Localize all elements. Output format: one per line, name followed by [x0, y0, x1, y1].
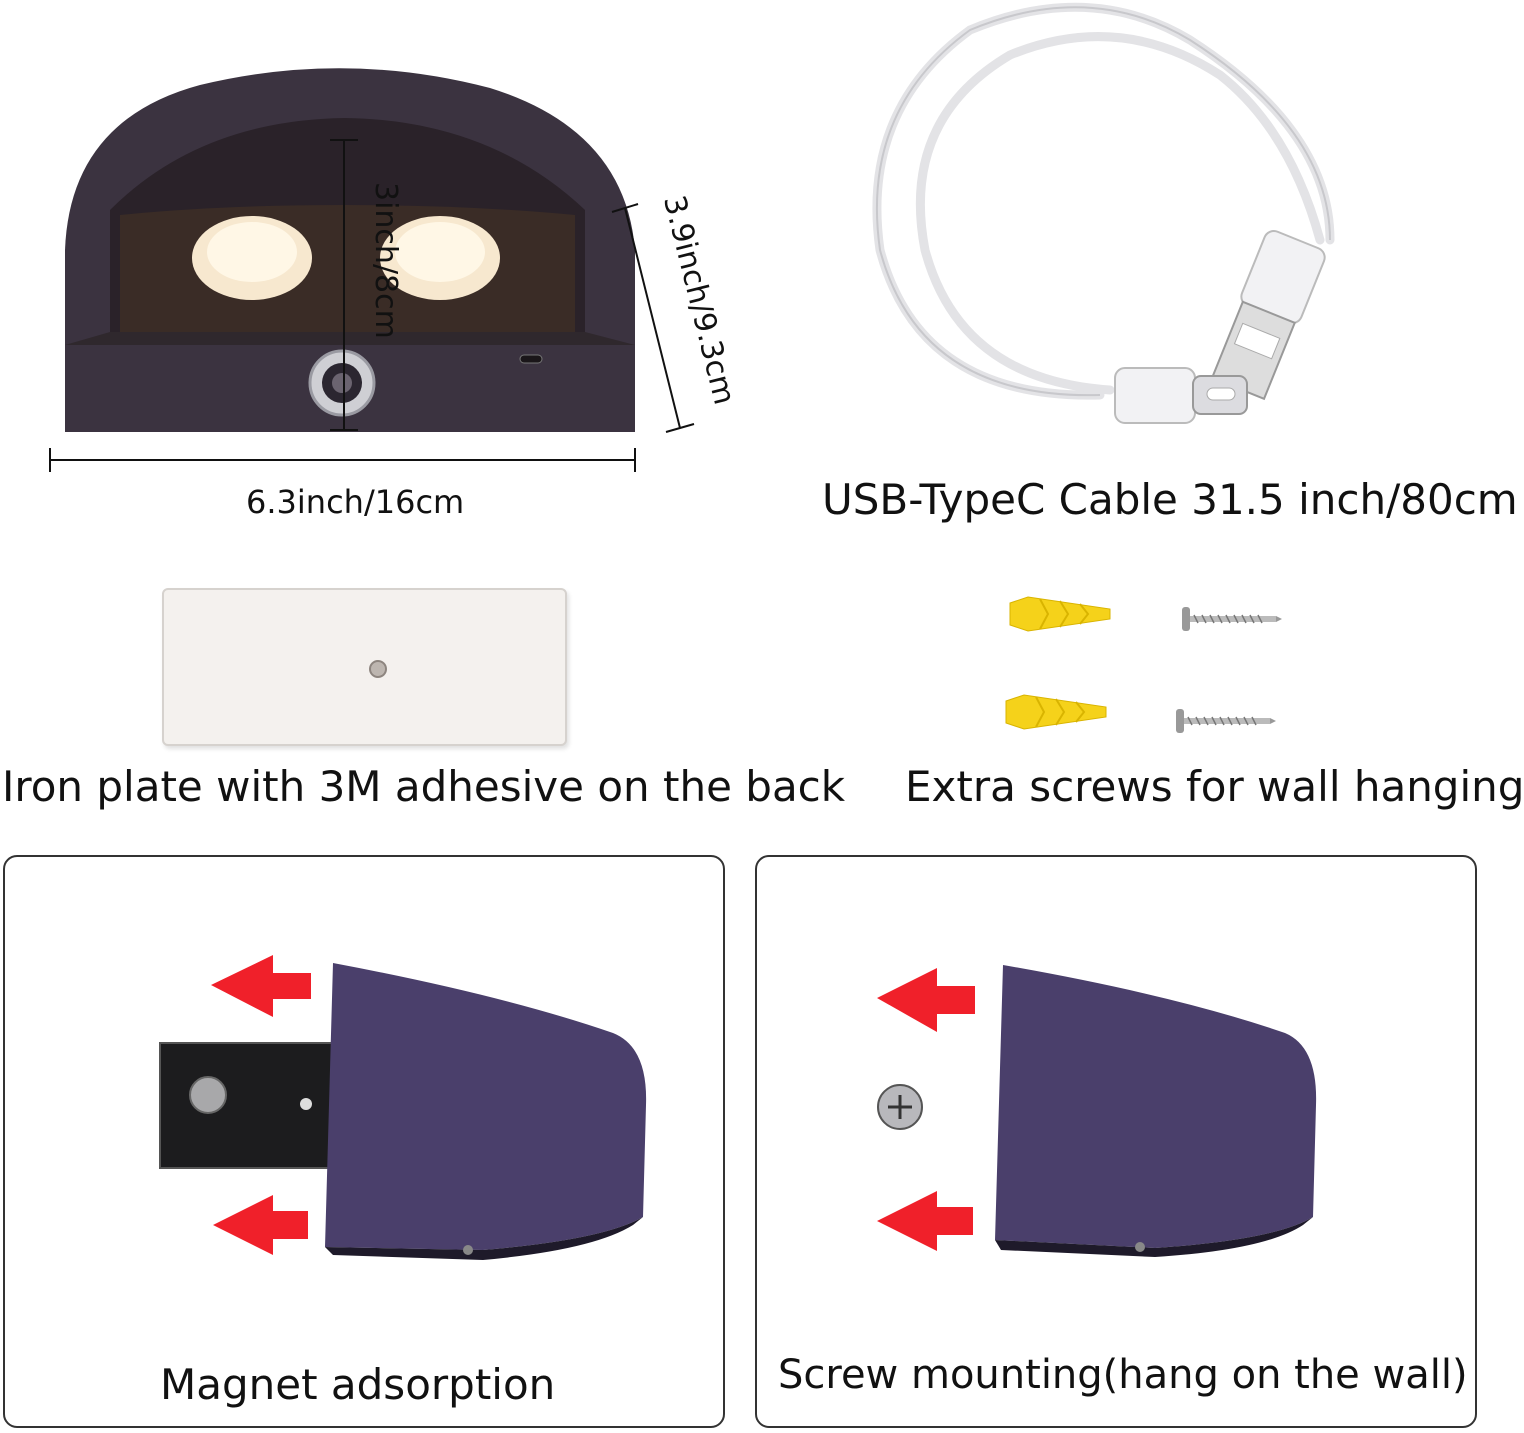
wall-anchor-icon	[1009, 596, 1111, 632]
magnet-mount-illustration	[159, 955, 647, 1260]
usb-c-plug-icon	[1114, 367, 1248, 424]
wall-anchor-icon	[1005, 694, 1107, 730]
left-arrow-icon	[877, 1191, 973, 1251]
plate-hole-icon	[369, 660, 387, 678]
lamp-front-illustration	[49, 68, 695, 472]
screw-mount-illustration	[877, 965, 1317, 1257]
magnet-icon	[189, 1076, 227, 1114]
usb-a-plug-icon	[1210, 230, 1326, 401]
magnet-caption: Magnet adsorption	[160, 1360, 556, 1409]
lamp-width-label: 6.3inch/16cm	[246, 483, 465, 521]
lamp-side-body	[325, 963, 647, 1250]
cable-caption: USB-TypeC Cable 31.5 inch/80cm	[822, 475, 1518, 524]
usb-c-port-icon	[519, 354, 543, 364]
usb-cable-illustration	[872, 2, 1335, 424]
iron-plate-image	[162, 588, 567, 746]
screw-mount-caption: Screw mounting(hang on the wall)	[778, 1352, 1468, 1398]
screws-illustration	[1005, 596, 1282, 733]
plate-caption: Iron plate with 3M adhesive on the back	[2, 762, 846, 811]
screw-head-icon	[877, 1084, 923, 1130]
screw-icon	[1176, 709, 1276, 733]
left-arrow-icon	[213, 1195, 308, 1255]
left-arrow-icon	[211, 955, 311, 1017]
screws-caption: Extra screws for wall hanging	[905, 762, 1524, 811]
lamp-height-label: 3inch/8cm	[368, 182, 403, 339]
lamp-side-body	[995, 965, 1317, 1248]
left-arrow-icon	[877, 968, 975, 1032]
screw-icon	[1182, 607, 1282, 631]
